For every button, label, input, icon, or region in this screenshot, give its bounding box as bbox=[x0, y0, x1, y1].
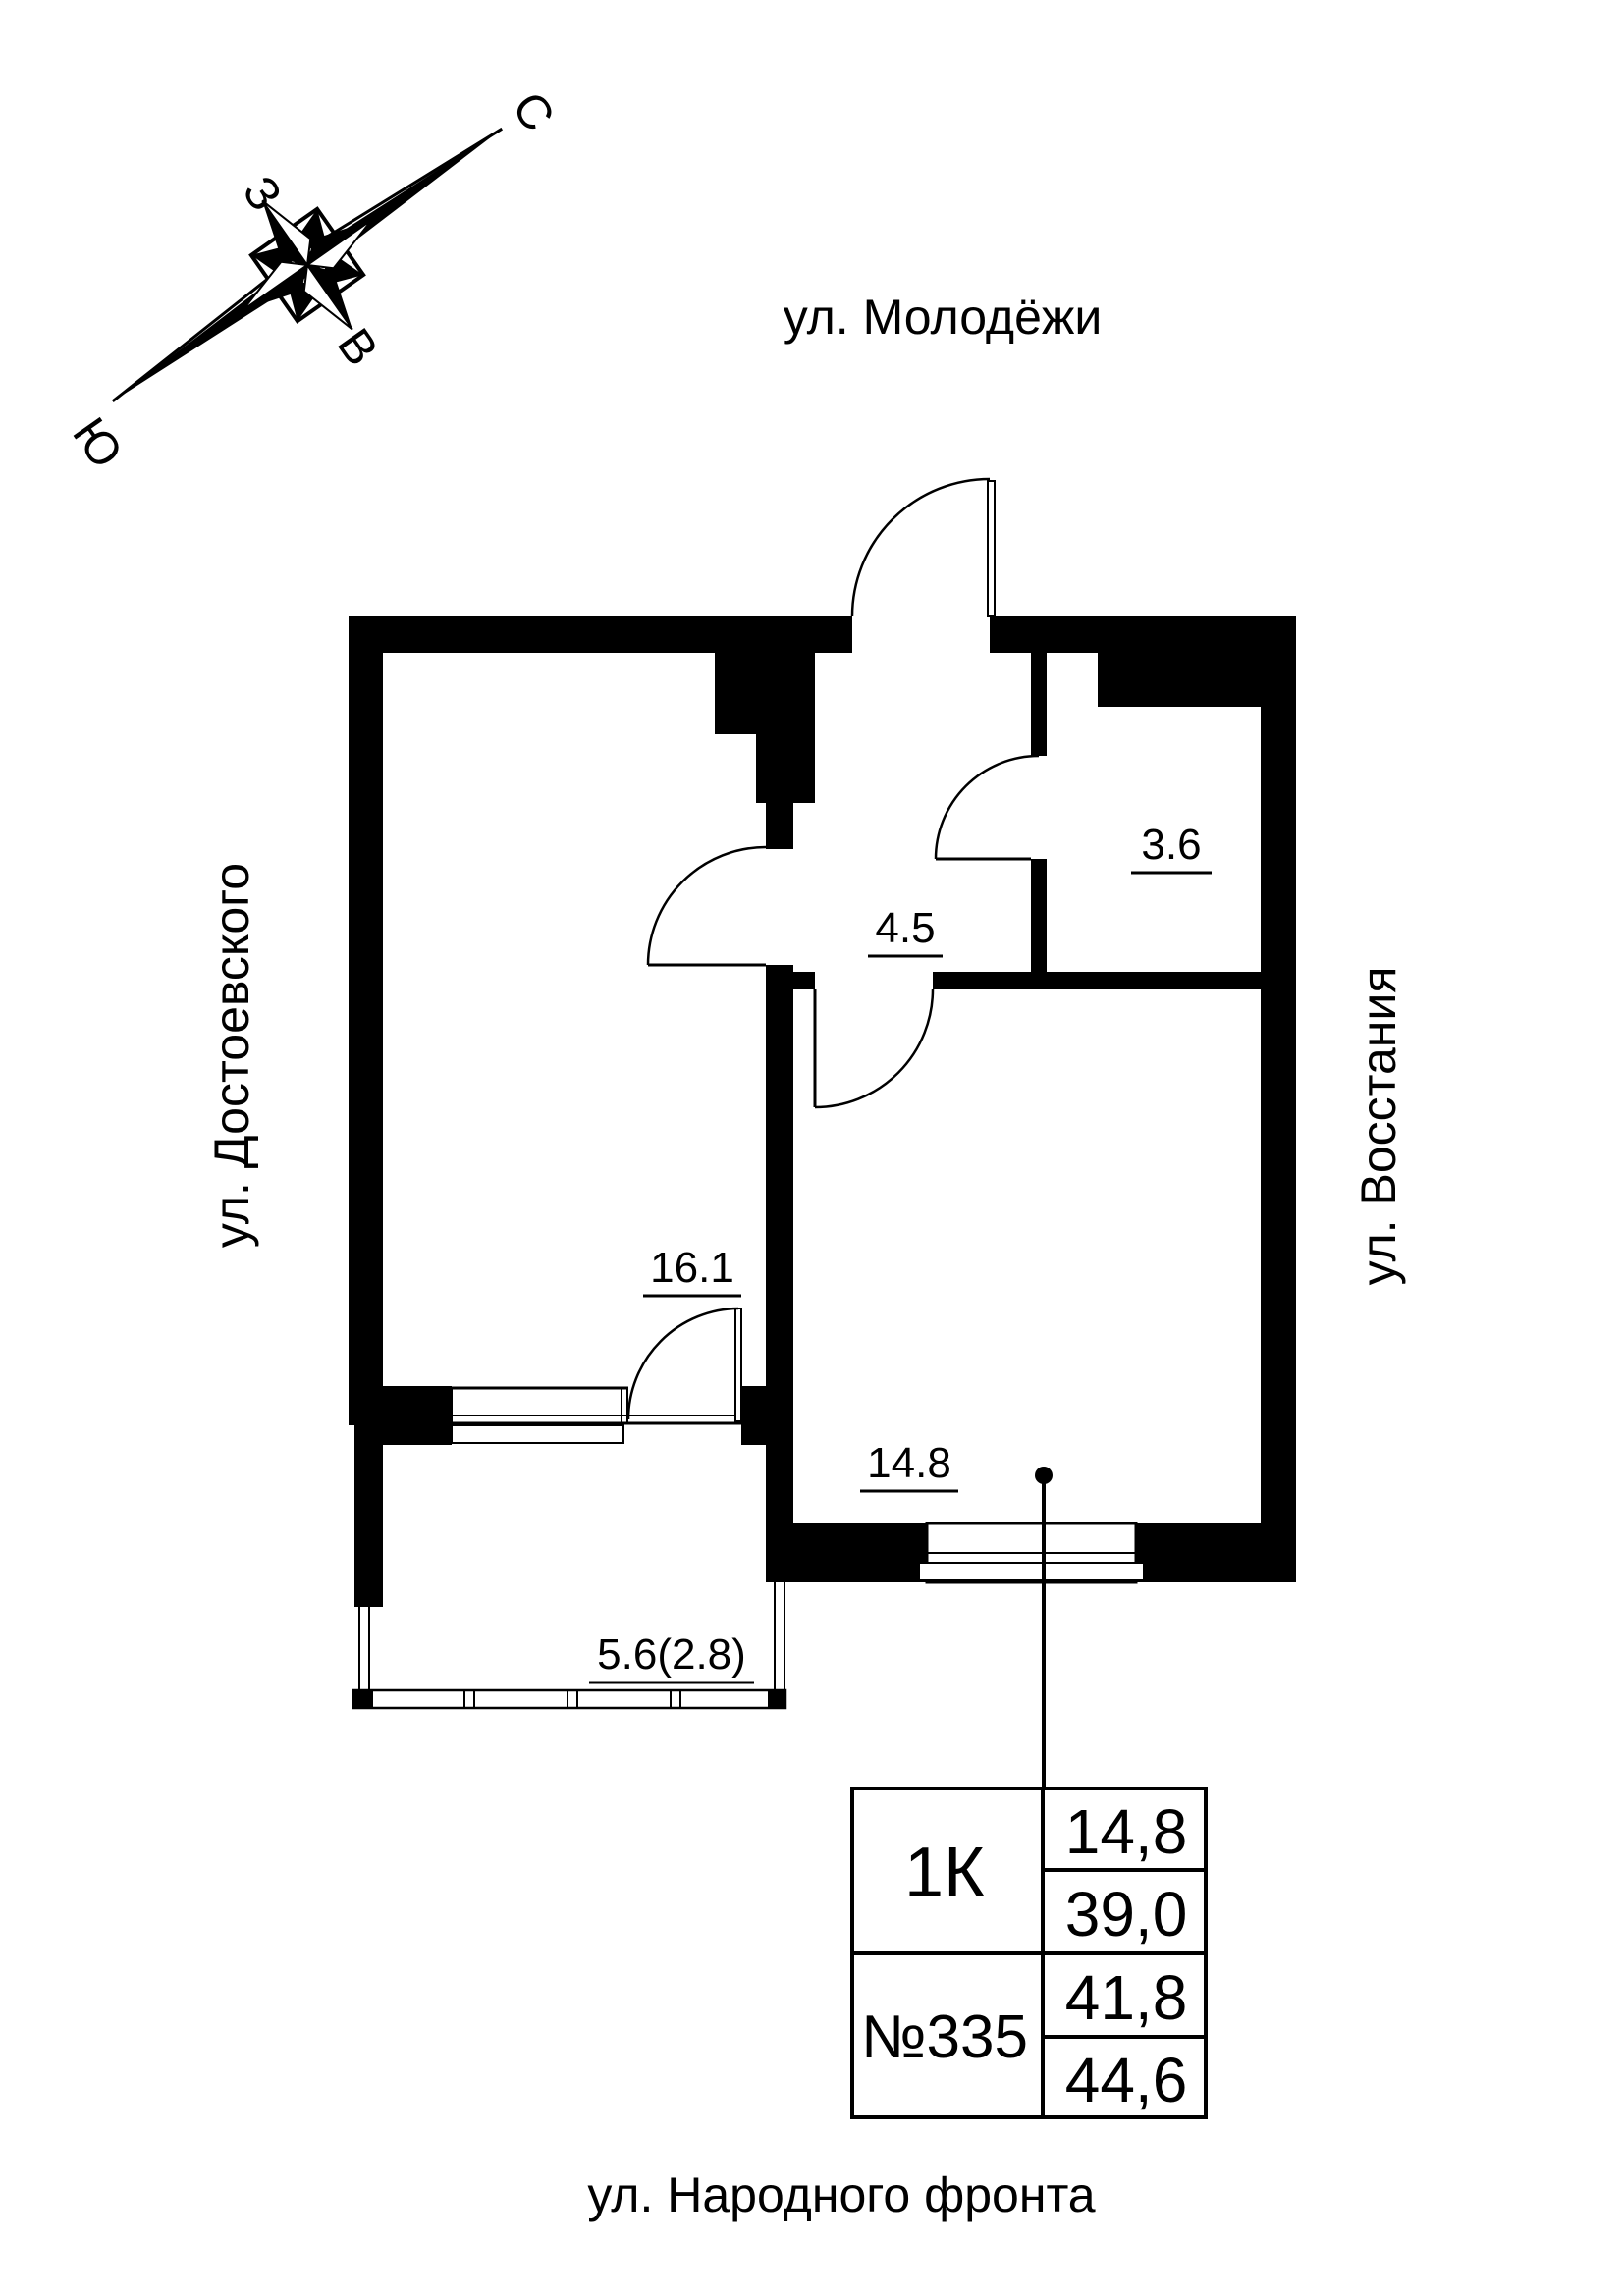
info-table: 1К №335 14,8 39,0 41,8 44,6 bbox=[850, 1787, 1208, 2119]
wall-bath-divider-upper bbox=[1031, 653, 1047, 756]
balcony-corner-right bbox=[768, 1690, 785, 1708]
doors bbox=[626, 477, 1040, 1422]
compass-point-s-light bbox=[242, 260, 310, 311]
wall-hall-bottom bbox=[933, 972, 1261, 989]
room-label-bathroom: 3.6 bbox=[1141, 821, 1201, 869]
area-value-4: 44,6 bbox=[1065, 2045, 1188, 2115]
area-value-2: 39,0 bbox=[1065, 1879, 1188, 1949]
wall-top-main bbox=[350, 616, 852, 653]
balcony-bottom-rail bbox=[352, 1688, 787, 1710]
street-label-top: ул. Молодёжи bbox=[784, 290, 1103, 345]
wall-divider-living bbox=[766, 965, 793, 1582]
compass-rose: С Ю З В bbox=[62, 83, 564, 478]
compass-diamond bbox=[248, 206, 366, 324]
area-value-1: 14,8 bbox=[1065, 1796, 1188, 1867]
wall-pier-upper bbox=[715, 653, 815, 734]
wall-bath-divider-lower bbox=[1031, 859, 1047, 989]
street-label-bottom: ул. Народного фронта bbox=[587, 2167, 1095, 2222]
kitchen-door-arc bbox=[814, 988, 935, 1109]
walls bbox=[349, 616, 1296, 1607]
wall-window-block bbox=[741, 1386, 766, 1445]
entrance-door-leaf bbox=[987, 480, 996, 617]
room-label-living: 16.1 bbox=[650, 1244, 734, 1292]
room-label-kitchen: 14.8 bbox=[867, 1439, 951, 1487]
compass-south-label: Ю bbox=[62, 409, 132, 478]
room-labels: 3.6 4.5 16.1 14.8 5.6(2.8) bbox=[589, 821, 1212, 1684]
wall-left-lower bbox=[354, 1425, 383, 1607]
room-label-balcony: 5.6(2.8) bbox=[597, 1630, 746, 1679]
compass-west-label: З bbox=[233, 167, 292, 220]
wall-right-outer bbox=[1261, 616, 1296, 1582]
window-kitchen-sill bbox=[918, 1562, 1145, 1581]
compass-point-w-light bbox=[261, 199, 312, 268]
wall-kitchen-bottom-right bbox=[1136, 1523, 1296, 1582]
compass-point-e-light bbox=[302, 262, 353, 331]
wall-left-outer bbox=[349, 616, 383, 1425]
wall-door-jamb bbox=[766, 803, 793, 849]
windows bbox=[451, 1386, 1145, 1584]
compass-north-label: С bbox=[502, 83, 564, 141]
compass-east-label: В bbox=[327, 320, 388, 376]
entrance-door-arc bbox=[850, 477, 991, 617]
window-sill bbox=[451, 1424, 624, 1444]
area-value-3: 41,8 bbox=[1065, 1962, 1188, 2033]
bathroom-door-arc bbox=[934, 754, 1040, 860]
wall-hall-bottom-stub bbox=[793, 972, 815, 989]
street-label-right: ул. Восстания bbox=[1351, 967, 1406, 1286]
wall-window-stub bbox=[381, 1386, 452, 1445]
balcony-door-leaf bbox=[734, 1308, 742, 1422]
wall-pier-step bbox=[756, 734, 815, 803]
balcony-corner-left bbox=[353, 1690, 373, 1708]
living-door-arc bbox=[646, 845, 767, 966]
apartment-type-label: 1К bbox=[904, 1834, 985, 1912]
wall-kitchen-bottom-left bbox=[766, 1523, 927, 1582]
compass-point-n-light bbox=[304, 219, 373, 270]
wall-top-right bbox=[990, 616, 1296, 653]
street-label-left: ул. Достоевского bbox=[204, 863, 259, 1248]
apartment-number-label: №335 bbox=[861, 2003, 1028, 2071]
balcony-door-arc bbox=[626, 1307, 739, 1420]
balcony-railing bbox=[352, 1582, 787, 1710]
room-label-hallway: 4.5 bbox=[875, 904, 935, 952]
